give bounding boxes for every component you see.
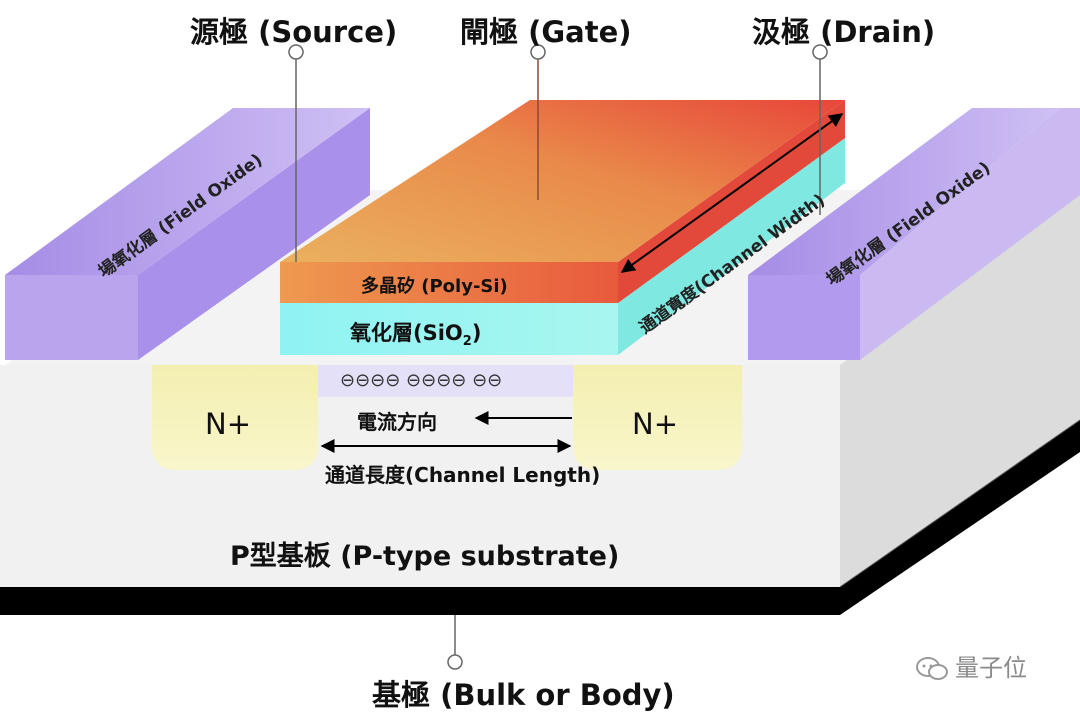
bulk-label: 基極 (Bulk or Body) bbox=[372, 678, 675, 712]
watermark-text: 量子位 bbox=[955, 654, 1027, 682]
watermark: 量子位 bbox=[915, 648, 1027, 683]
gate-label: 閘極 (Gate) bbox=[460, 15, 632, 49]
source-label: 源極 (Source) bbox=[190, 15, 398, 49]
drain-label: 汲極 (Drain) bbox=[752, 15, 936, 49]
channel-inversion-layer bbox=[318, 365, 573, 397]
drain-terminal-node bbox=[812, 44, 828, 60]
channel-length-label: 通道長度(Channel Length) bbox=[325, 463, 601, 487]
channel-width-arrow bbox=[620, 113, 844, 273]
poly-si-front-face bbox=[280, 262, 618, 303]
chat-bubbles-icon bbox=[916, 657, 948, 680]
field-oxide-left-side bbox=[138, 108, 370, 360]
source-n-plus-label: N+ bbox=[205, 407, 251, 441]
field-oxide-right-front bbox=[748, 275, 860, 360]
drain-n-plus-region bbox=[573, 365, 742, 470]
source-n-plus-region bbox=[152, 365, 318, 470]
field-oxide-right-side bbox=[860, 108, 1080, 360]
source-terminal-node bbox=[288, 44, 304, 60]
field-oxide-left-front bbox=[5, 275, 138, 360]
substrate-label: P型基板 (P-type substrate) bbox=[230, 541, 620, 572]
drain-n-plus-label: N+ bbox=[632, 407, 678, 441]
poly-si-label: 多晶矽 (Poly-Si) bbox=[361, 276, 508, 297]
channel-electrons: ⊖⊖⊖⊖ ⊖⊖⊖⊖ ⊖⊖ bbox=[340, 370, 503, 391]
field-oxide-left-top bbox=[5, 108, 370, 275]
current-direction-label: 電流方向 bbox=[357, 410, 437, 434]
oxide-front-face bbox=[280, 303, 618, 355]
bulk-terminal-node bbox=[447, 654, 463, 670]
oxide-label: 氧化層(SiO2) bbox=[350, 321, 482, 350]
substrate-right-face bbox=[840, 190, 1080, 587]
substrate-bottom-edge bbox=[0, 420, 1080, 615]
gate-terminal-node bbox=[530, 44, 546, 60]
